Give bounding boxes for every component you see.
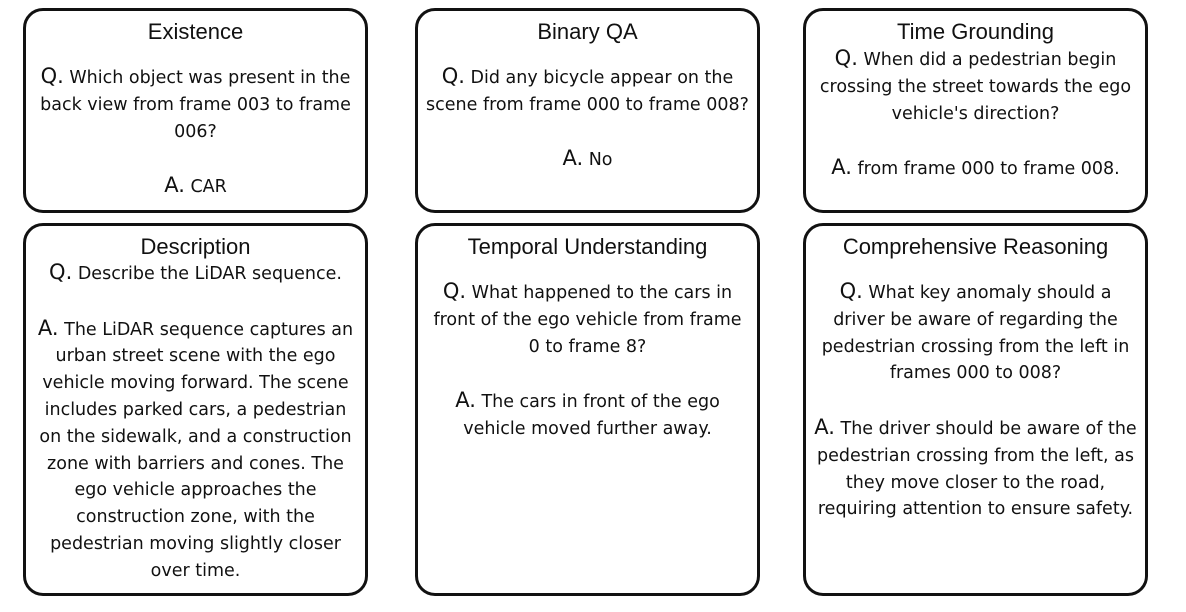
answer-text: The LiDAR sequence captures an urban str… [39,319,354,581]
card-title: Time Grounding [897,19,1054,44]
question: Q. What happened to the cars in front of… [426,278,749,360]
answer-prefix: A. [814,414,835,439]
card-time-grounding: Time Grounding Q. When did a pedestrian … [803,8,1148,213]
question-text: What happened to the cars in front of th… [433,283,742,357]
answer-text: from frame 000 to frame 008. [851,159,1120,180]
card-title: Comprehensive Reasoning [842,234,1109,259]
card-description: Description Q. Describe the LiDAR sequen… [23,223,368,596]
answer-prefix: A. [164,173,185,198]
answer-prefix: A. [455,388,476,413]
qa-block: Q. Which object was present in the back … [34,63,357,201]
question-prefix: Q. [442,279,467,303]
answer-prefix: A. [562,146,584,171]
question: Q. Did any bicycle appear on the scene f… [426,63,749,119]
qa-block: Q. What happened to the cars in front of… [426,278,749,443]
question: Q. Describe the LiDAR sequence. [34,259,357,288]
answer: A. The driver should be aware of the ped… [814,414,1137,523]
card-title: Description [140,234,251,259]
question-prefix: Q. [49,260,73,284]
qa-block: Q. What key anomaly should a driver be a… [814,278,1137,523]
question-prefix: Q. [834,46,858,70]
qa-block: Q. Describe the LiDAR sequence. A. The L… [34,259,357,585]
card-comprehensive-reasoning: Comprehensive Reasoning Q. What key anom… [803,223,1148,596]
card-existence: Existence Q. Which object was present in… [23,8,368,213]
answer: A. The LiDAR sequence captures an urban … [34,315,357,585]
answer: A. CAR [34,172,357,201]
card-binary-qa: Binary QA Q. Did any bicycle appear on t… [415,8,760,213]
answer-text: CAR [184,177,227,198]
question-text: When did a pedestrian begin crossing the… [819,50,1132,124]
answer-text: The cars in front of the ego vehicle mov… [463,392,720,439]
question-text: Did any bicycle appear on the scene from… [426,68,749,115]
card-title: Existence [147,19,244,44]
question: Q. When did a pedestrian begin crossing … [814,45,1137,127]
answer-text: The driver should be aware of the pedest… [816,418,1137,520]
question-text: Describe the LiDAR sequence. [72,264,342,284]
answer-text: No [583,150,613,171]
answer: A. No [426,145,749,174]
qa-block: Q. When did a pedestrian begin crossing … [814,45,1137,183]
card-temporal-understanding: Temporal Understanding Q. What happened … [415,223,760,596]
answer-prefix: A. [37,315,59,340]
answer: A. from frame 000 to frame 008. [814,154,1137,183]
question: Q. What key anomaly should a driver be a… [814,278,1137,387]
question: Q. Which object was present in the back … [34,63,357,145]
answer-prefix: A. [831,155,852,180]
qa-block: Q. Did any bicycle appear on the scene f… [426,63,749,174]
question-prefix: Q. [441,64,465,88]
answer: A. The cars in front of the ego vehicle … [426,387,749,443]
question-text: Which object was present in the back vie… [40,68,351,142]
question-prefix: Q. [40,64,64,88]
question-prefix: Q. [839,279,863,303]
card-title: Temporal Understanding [467,234,708,259]
card-title: Binary QA [537,19,638,44]
question-text: What key anomaly should a driver be awar… [821,283,1130,384]
